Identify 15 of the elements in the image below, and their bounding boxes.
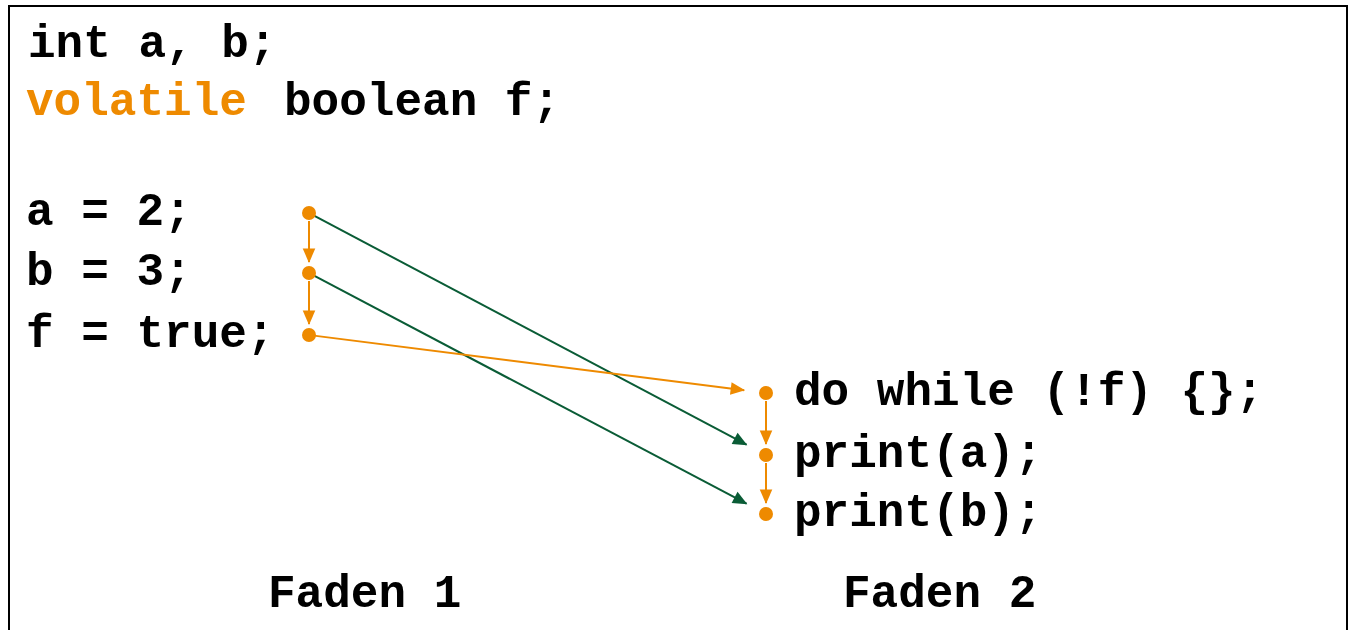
code-statement: do while (!f) {}; <box>794 371 1264 415</box>
code-statement: f = true; <box>26 313 275 357</box>
code-statement: b = 3; <box>26 251 192 295</box>
code-statement: print(a); <box>794 433 1043 477</box>
arrow <box>759 400 773 445</box>
column-heading: Faden 1 <box>268 573 462 617</box>
arrow <box>302 220 316 263</box>
arrow <box>302 280 316 325</box>
arrow <box>759 462 773 504</box>
column-heading: Faden 2 <box>843 573 1037 617</box>
code-statement: print(b); <box>794 492 1043 536</box>
code-text: volatile <box>26 81 247 125</box>
code-text: int a, b; <box>28 23 277 67</box>
code-text: boolean f; <box>284 81 561 125</box>
code-statement: a = 2; <box>26 191 192 235</box>
